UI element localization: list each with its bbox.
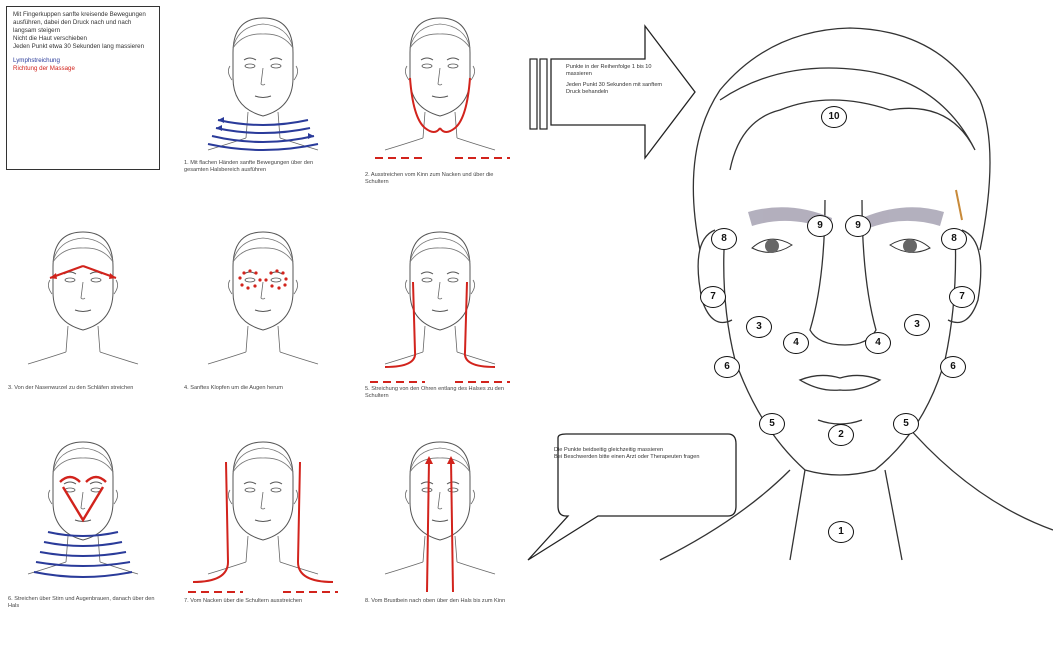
point-1: 1 — [828, 521, 854, 543]
point-8-right: 8 — [941, 228, 967, 250]
point-4-right: 4 — [865, 332, 891, 354]
step-1-text: 1. Mit flachen Händen sanfte Bewegungen … — [184, 160, 334, 175]
point-3-right: 3 — [904, 314, 930, 336]
step-4-caption: 4. Sanftes Klopfen um die Augen herum — [184, 385, 334, 392]
step-2-figure — [365, 8, 515, 158]
legend-blue-label: Lymphstreichung — [13, 57, 153, 65]
point-7-left: 7 — [700, 286, 726, 308]
point-8-left: 8 — [711, 228, 737, 250]
point-3-left: 3 — [746, 316, 772, 338]
step-1-figure — [188, 8, 338, 158]
legend-line-3: Jeden Punkt etwa 30 Sekunden lang massie… — [13, 43, 153, 51]
point-2: 2 — [828, 424, 854, 446]
step-8-text: 8. Vom Brustbein nach oben über den Hals… — [365, 598, 515, 605]
point-9-right: 9 — [845, 215, 871, 237]
step-2-caption: 2. Ausstreichen vom Kinn zum Nacken und … — [365, 172, 515, 187]
step-3-caption: 3. Von der Nasenwurzel zu den Schläfen s… — [8, 385, 158, 392]
step-2-text: 2. Ausstreichen vom Kinn zum Nacken und … — [365, 172, 515, 187]
point-9-left: 9 — [807, 215, 833, 237]
step-7-figure — [188, 432, 338, 582]
step-5-caption: 5. Streichung von den Ohren entlang des … — [365, 386, 515, 401]
step-7-text: 7. Vom Nacken über die Schultern ausstre… — [184, 598, 334, 605]
legend-line-1: Mit Fingerkuppen sanfte kreisende Bewegu… — [13, 11, 153, 35]
point-6-right: 6 — [940, 356, 966, 378]
step-5-text: 5. Streichung von den Ohren entlang des … — [365, 386, 515, 401]
step-8-figure — [365, 432, 515, 582]
legend-line-2: Nicht die Haut verschieben — [13, 35, 153, 43]
step-6-caption: 6. Streichen über Stirn und Augenbrauen,… — [8, 596, 158, 611]
step-8-caption: 8. Vom Brustbein nach oben über den Hals… — [365, 598, 515, 605]
legend-box: Mit Fingerkuppen sanfte kreisende Bewegu… — [6, 6, 160, 170]
step-4-figure — [188, 222, 338, 372]
point-5-left: 5 — [759, 413, 785, 435]
step-7-caption: 7. Vom Nacken über die Schultern ausstre… — [184, 598, 334, 605]
step-4-text: 4. Sanftes Klopfen um die Augen herum — [184, 385, 334, 392]
legend-red-label: Richtung der Massage — [13, 65, 153, 73]
step-6-figure — [8, 432, 158, 582]
point-7-right: 7 — [949, 286, 975, 308]
step-1-caption: 1. Mit flachen Händen sanfte Bewegungen … — [184, 160, 334, 175]
point-10: 10 — [821, 106, 847, 128]
step-3-figure — [8, 222, 158, 372]
step-3-text: 3. Von der Nasenwurzel zu den Schläfen s… — [8, 385, 158, 392]
point-5-right: 5 — [893, 413, 919, 435]
point-6-left: 6 — [714, 356, 740, 378]
step-6-text: 6. Streichen über Stirn und Augenbrauen,… — [8, 596, 158, 611]
point-4-left: 4 — [783, 332, 809, 354]
large-face-illustration — [640, 0, 1053, 560]
step-5-figure — [365, 222, 515, 372]
